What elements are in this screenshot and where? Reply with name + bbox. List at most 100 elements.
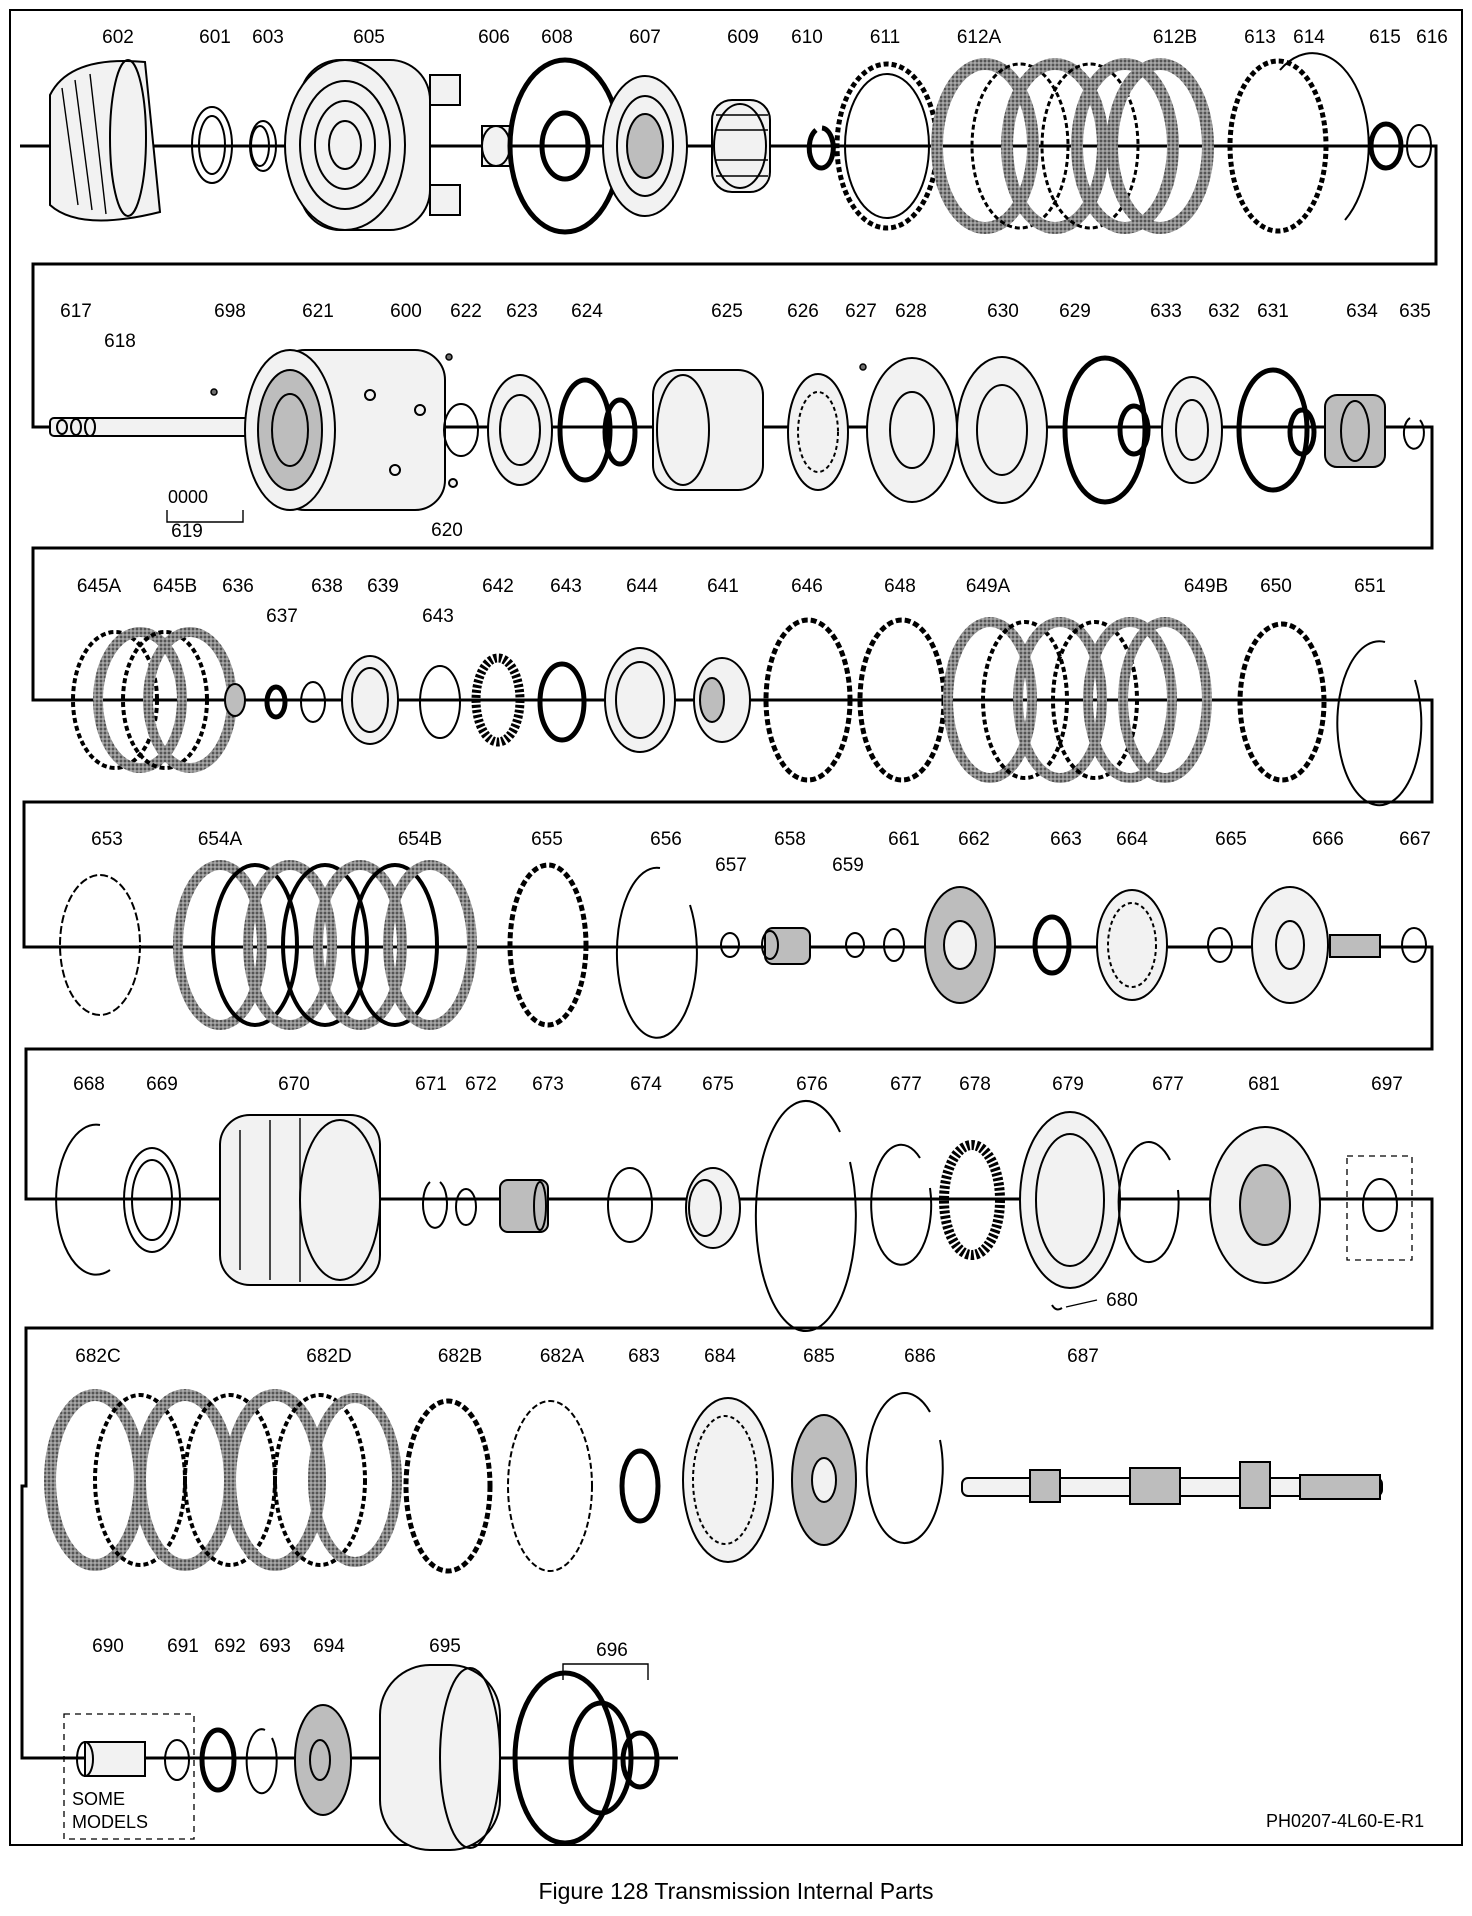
part-645A-clutch-plate bbox=[71, 630, 159, 770]
part-607-piston bbox=[602, 75, 688, 217]
part-label-645A: 645A bbox=[77, 576, 122, 597]
part-label-651: 651 bbox=[1354, 576, 1386, 597]
part-label-613: 613 bbox=[1244, 27, 1276, 48]
part-677-snap-ring-2 bbox=[1117, 1141, 1180, 1264]
part-label-617: 617 bbox=[60, 301, 92, 322]
part-label-600: 600 bbox=[390, 301, 422, 322]
part-label-682D: 682D bbox=[306, 1346, 351, 1367]
part-label-669: 669 bbox=[146, 1074, 178, 1095]
part-label-611: 611 bbox=[870, 27, 900, 48]
part-624-outer-seal bbox=[557, 377, 613, 483]
part-600-ball bbox=[445, 353, 453, 361]
part-644-gear bbox=[604, 647, 676, 753]
part-label-665: 665 bbox=[1215, 829, 1247, 850]
part-label-678: 678 bbox=[959, 1074, 991, 1095]
part-label-680: 680 bbox=[1106, 1290, 1138, 1311]
part-678-roller-clutch bbox=[939, 1140, 1005, 1260]
part-612-clutch-pack bbox=[931, 58, 1214, 234]
part-label-683: 683 bbox=[628, 1346, 660, 1367]
part-641-hub bbox=[693, 657, 751, 743]
part-603-bushing-inner bbox=[250, 125, 270, 167]
some-models-line-1: SOME bbox=[72, 1789, 125, 1809]
part-label-684: 684 bbox=[704, 1346, 736, 1367]
part-662-carrier bbox=[924, 886, 996, 1004]
part-label-607: 607 bbox=[629, 27, 661, 48]
part-677-snap-ring bbox=[870, 1143, 933, 1266]
part-651-snap-ring bbox=[1336, 640, 1423, 807]
part-label-616: 616 bbox=[1416, 27, 1448, 48]
part-label-659: 659 bbox=[832, 855, 864, 876]
part-697-seal bbox=[1346, 1155, 1413, 1261]
part-label-646: 646 bbox=[791, 576, 823, 597]
part-645A-friction bbox=[93, 627, 187, 773]
part-631-outer-seal bbox=[1236, 367, 1310, 493]
part-692-washer bbox=[199, 1727, 237, 1793]
part-628-piston bbox=[866, 357, 958, 503]
part-654-clutch-pack bbox=[173, 860, 477, 1030]
part-label-629: 629 bbox=[1059, 301, 1091, 322]
part-label-630: 630 bbox=[987, 301, 1019, 322]
part-label-668: 668 bbox=[73, 1074, 105, 1095]
part-683-washer bbox=[619, 1448, 661, 1524]
part-668-snap-ring bbox=[55, 1123, 111, 1276]
part-label-622: 622 bbox=[450, 301, 482, 322]
part-613-backing-plate bbox=[1227, 58, 1329, 234]
part-label-625: 625 bbox=[711, 301, 743, 322]
part-653-plate bbox=[59, 874, 141, 1016]
part-661-ring bbox=[883, 928, 905, 962]
part-label-601: 601 bbox=[199, 27, 231, 48]
part-label-612B: 612B bbox=[1153, 27, 1197, 48]
part-label-637: 637 bbox=[266, 606, 298, 627]
part-label-609: 609 bbox=[727, 27, 759, 48]
part-649-clutch-pack bbox=[943, 617, 1212, 783]
part-617-618-turbine-shaft bbox=[49, 417, 261, 437]
part-label-627: 627 bbox=[845, 301, 877, 322]
part-label-618: 618 bbox=[104, 331, 136, 352]
part-619-check-balls bbox=[166, 510, 244, 523]
part-620-ball bbox=[448, 478, 458, 488]
part-638-ring bbox=[300, 681, 326, 723]
part-label-610: 610 bbox=[791, 27, 823, 48]
part-label-696: 696 bbox=[596, 1640, 628, 1661]
part-671-snap-ring bbox=[422, 1181, 448, 1229]
part-632-piston bbox=[1161, 376, 1223, 484]
part-label-667: 667 bbox=[1399, 829, 1431, 850]
some-models-line-2: MODELS bbox=[72, 1812, 148, 1832]
part-681-carrier bbox=[1209, 1126, 1321, 1284]
part-label-653: 653 bbox=[91, 829, 123, 850]
part-619-bundle: 0000 bbox=[168, 487, 208, 507]
part-672-washer bbox=[455, 1188, 477, 1226]
part-622-ring bbox=[443, 403, 479, 457]
part-label-698: 698 bbox=[214, 301, 246, 322]
some-models-box bbox=[63, 1713, 195, 1840]
part-696-medium-seal bbox=[568, 1700, 634, 1816]
row-6-parts bbox=[44, 1389, 1383, 1574]
part-682-clutch-pack bbox=[44, 1389, 402, 1571]
part-label-697: 697 bbox=[1371, 1074, 1403, 1095]
part-label-643: 643 bbox=[422, 606, 454, 627]
part-698-ball bbox=[210, 388, 218, 396]
part-656-snap-ring bbox=[615, 866, 698, 1039]
part-label-657: 657 bbox=[715, 855, 747, 876]
part-label-675: 675 bbox=[702, 1074, 734, 1095]
part-label-661: 661 bbox=[888, 829, 920, 850]
part-667-bushing bbox=[1401, 927, 1427, 963]
part-label-636: 636 bbox=[222, 576, 254, 597]
part-629-inner-seal bbox=[1117, 403, 1151, 457]
part-643-ring-2 bbox=[537, 661, 587, 743]
part-642-bearing bbox=[471, 653, 525, 747]
part-630-housing bbox=[956, 356, 1048, 504]
part-label-632: 632 bbox=[1208, 301, 1240, 322]
part-682A-plate bbox=[507, 1400, 593, 1572]
part-657-washer bbox=[720, 932, 740, 958]
part-label-620: 620 bbox=[431, 520, 463, 541]
part-label-692: 692 bbox=[214, 1636, 246, 1657]
part-label-687: 687 bbox=[1067, 1346, 1099, 1367]
part-669-washer-inner bbox=[131, 1159, 173, 1241]
assembly-axis-line bbox=[20, 144, 1438, 1760]
part-label-666: 666 bbox=[1312, 829, 1344, 850]
part-636-bearing bbox=[224, 683, 246, 717]
part-635-snap-ring bbox=[1402, 417, 1425, 450]
part-label-682B: 682B bbox=[438, 1346, 482, 1367]
